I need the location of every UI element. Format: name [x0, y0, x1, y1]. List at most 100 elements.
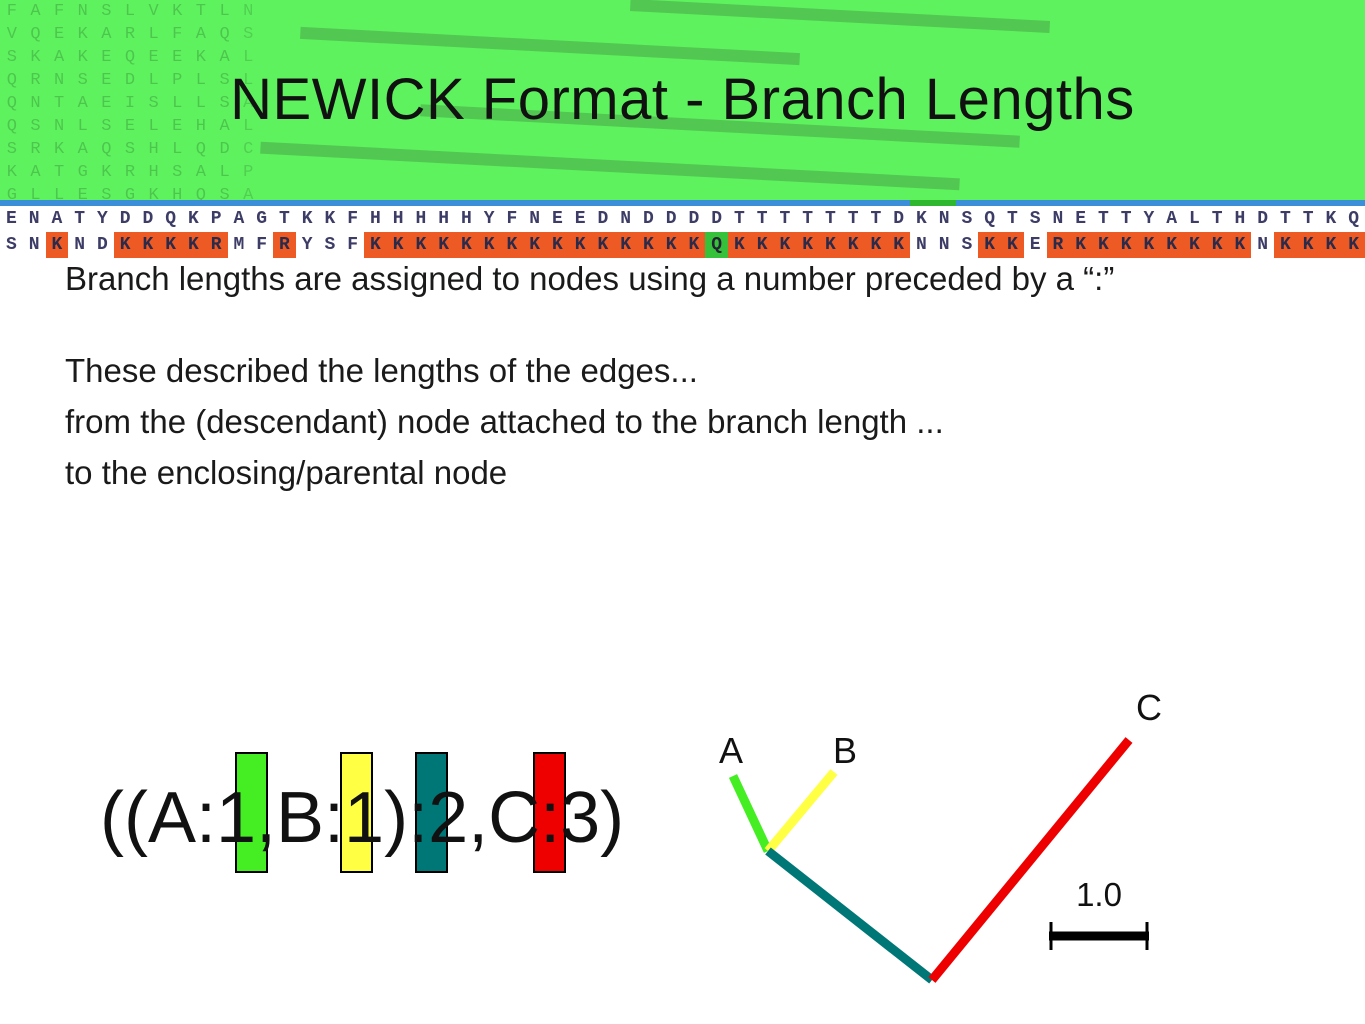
- alignment-residue: K: [386, 232, 410, 258]
- alignment-residue: K: [728, 232, 751, 258]
- alignment-residue: D: [659, 206, 683, 232]
- alignment-residue: E: [0, 206, 23, 232]
- alignment-residue: Y: [1137, 206, 1161, 232]
- background-letter: G: [77, 163, 88, 182]
- alignment-residue: K: [159, 232, 182, 258]
- alignment-cap: [273, 200, 296, 206]
- alignment-residue: K: [568, 232, 592, 258]
- alignment-residue: H: [409, 206, 433, 232]
- background-letter: E: [172, 117, 183, 136]
- leaf-label-b: B: [833, 730, 857, 771]
- alignment-cap: [22, 200, 46, 206]
- header-banner: FAFNSLVKTLNVQEKARLFAQSSKAKEQEEKALQRNSEDL…: [0, 0, 1365, 200]
- branch-b: [764, 769, 838, 854]
- branch-a: [728, 774, 773, 853]
- background-letter: Q: [195, 140, 206, 159]
- alignment-cap: [318, 200, 342, 206]
- alignment-cap: [705, 200, 728, 206]
- background-letter: T: [195, 2, 206, 21]
- background-letter: A: [53, 48, 65, 67]
- alignment-residue: K: [1092, 232, 1115, 258]
- background-letter: A: [30, 2, 41, 21]
- alignment-residue: E: [568, 206, 592, 232]
- background-letter: Q: [6, 94, 17, 113]
- alignment-residue: K: [523, 232, 546, 258]
- alignment-cap: [1069, 200, 1092, 206]
- description-line-4: to the enclosing/parental node: [65, 454, 508, 491]
- alignment-residue: K: [978, 232, 1001, 258]
- alignment-cap: [614, 200, 637, 206]
- alignment-residue: D: [136, 206, 160, 232]
- alignment-residue: K: [1274, 232, 1297, 258]
- alignment-residue: E: [1069, 206, 1092, 232]
- alignment-residue: K: [591, 232, 615, 258]
- alignment-cap: [295, 200, 319, 206]
- alignment-residue: K: [1114, 232, 1138, 258]
- alignment-residue: E: [1023, 232, 1047, 258]
- alignment-cap: [409, 200, 433, 206]
- alignment-cap: [1092, 200, 1115, 206]
- alignment-cap: [568, 200, 592, 206]
- background-letter: N: [77, 2, 88, 21]
- background-letter: K: [77, 25, 88, 44]
- background-letter: D: [124, 71, 136, 90]
- alignment-residue: D: [91, 232, 114, 258]
- alignment-residue: N: [1251, 232, 1274, 258]
- alignment-cap: [1296, 200, 1320, 206]
- alignment-cap: [1023, 200, 1047, 206]
- background-letter: Q: [195, 186, 206, 200]
- background-letter: L: [195, 71, 206, 90]
- background-letter: N: [53, 71, 65, 90]
- alignment-residue: H: [1228, 206, 1252, 232]
- alignment-residue: T: [1205, 206, 1229, 232]
- alignment-residue: Q: [705, 232, 728, 258]
- alignment-residue: Y: [91, 206, 114, 232]
- alignment-cap: [0, 200, 23, 206]
- background-letter: E: [101, 48, 112, 67]
- background-letter: L: [148, 117, 159, 136]
- background-letter: S: [101, 117, 112, 136]
- alignment-residue: K: [750, 232, 774, 258]
- background-letter: Q: [6, 71, 17, 90]
- background-letter: H: [172, 186, 183, 200]
- alignment-residue: K: [773, 232, 797, 258]
- alignment-residue: N: [22, 206, 46, 232]
- alignment-cap: [864, 200, 888, 206]
- description-line-1: Branch lengths are assigned to nodes usi…: [65, 260, 1115, 297]
- alignment-residue: D: [591, 206, 615, 232]
- alignment-cap: [159, 200, 182, 206]
- alignment-residue: T: [1114, 206, 1138, 232]
- alignment-residue: L: [1183, 206, 1206, 232]
- background-letter: K: [6, 163, 17, 182]
- alignment-residue: T: [1001, 206, 1024, 232]
- alignment-residue: K: [409, 232, 433, 258]
- background-letter: S: [219, 186, 230, 200]
- background-letter: A: [30, 163, 41, 182]
- background-letter: R: [124, 25, 136, 44]
- alignment-residue: K: [477, 232, 501, 258]
- background-letter: F: [172, 25, 183, 44]
- background-letter: S: [6, 48, 17, 67]
- background-letter: K: [101, 163, 112, 182]
- branch-c: [928, 737, 1133, 983]
- alignment-residue: K: [182, 206, 205, 232]
- alignment-residue: K: [841, 232, 865, 258]
- branch-length-highlight-c: [533, 752, 566, 873]
- background-letter: R: [30, 140, 41, 159]
- background-letter: L: [77, 117, 88, 136]
- alignment-cap: [796, 200, 819, 206]
- background-letter: K: [53, 140, 65, 159]
- alignment-residue: A: [45, 206, 69, 232]
- alignment-residue: N: [1046, 206, 1070, 232]
- branch-length-highlight-b: [340, 752, 373, 873]
- alignment-residue: N: [68, 232, 91, 258]
- alignment-residue: T: [1274, 206, 1297, 232]
- alignment-cap: [910, 200, 933, 206]
- background-letter: A: [101, 25, 112, 44]
- alignment-cap: [477, 200, 501, 206]
- alignment-residue: K: [1319, 206, 1343, 232]
- background-letter: K: [172, 2, 183, 21]
- alignment-residue: N: [910, 232, 933, 258]
- alignment-residue: E: [546, 206, 569, 232]
